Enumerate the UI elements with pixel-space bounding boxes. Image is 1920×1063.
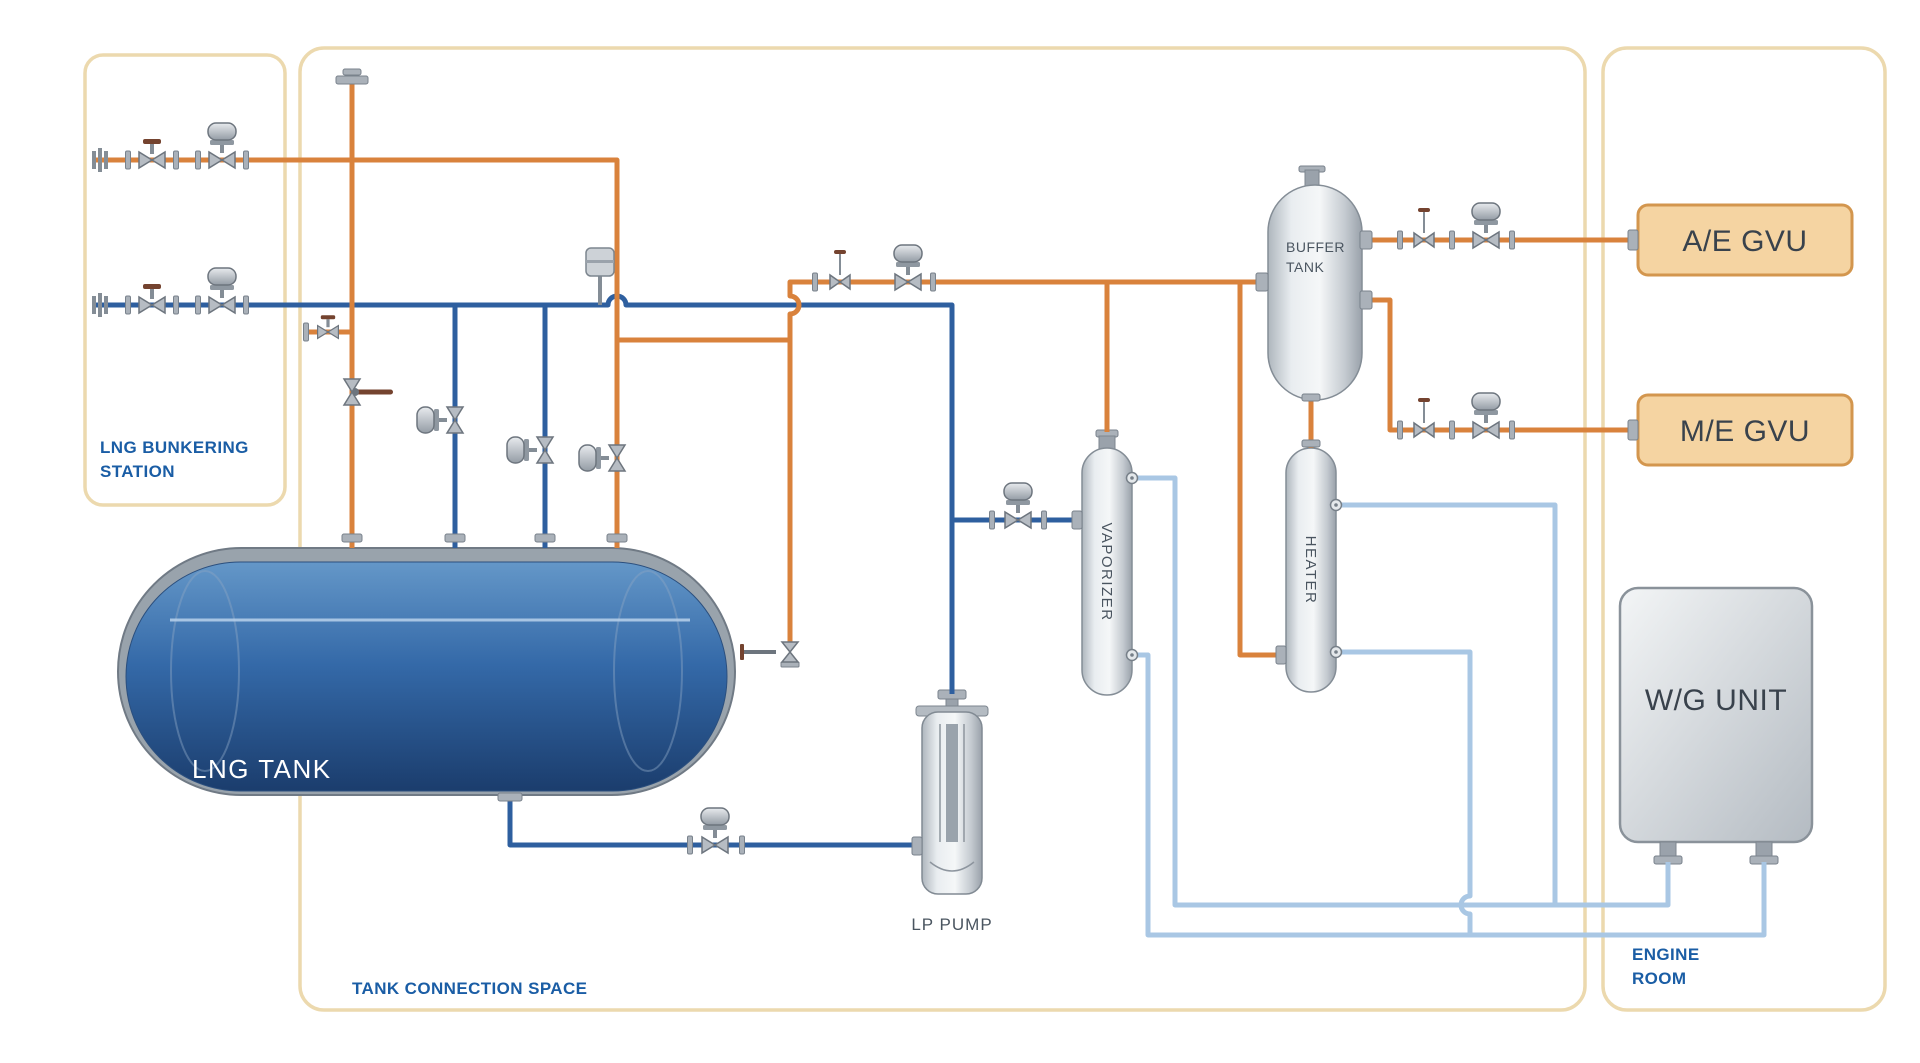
ae-gvu-flange	[1627, 229, 1639, 251]
tank-bottom-flange	[497, 792, 523, 802]
bunkering-station-label-1: LNG BUNKERING	[100, 438, 249, 457]
bunkering-vapour-line	[96, 157, 620, 548]
vaporizer-vessel	[1081, 429, 1133, 696]
wg-port	[1329, 498, 1343, 512]
flange	[1509, 420, 1515, 440]
bunkering-hose-connector	[92, 293, 108, 317]
buffer-right-flange	[1359, 290, 1373, 310]
labels: LNG BUNKERING STATION TANK CONNECTION SP…	[100, 225, 1810, 998]
me-gvu-label: M/E GVU	[1680, 415, 1810, 448]
buffer-tank-vessel	[1267, 165, 1363, 401]
buffer-tank-label-1: BUFFER	[1286, 239, 1345, 255]
gas-supply-header	[787, 279, 1262, 644]
flange	[1449, 230, 1455, 250]
tank-cap-ring-left	[170, 570, 240, 772]
flange	[125, 150, 131, 170]
fittings	[92, 68, 1639, 856]
wg-line-vaporizer-bottom	[1132, 652, 1767, 938]
vaporizer-inlet-flange	[1071, 510, 1083, 530]
lng-tank	[117, 547, 736, 796]
tank-flange	[606, 533, 628, 543]
heater-label: HEATER	[1302, 536, 1319, 605]
lng-tank-label: LNG TANK	[192, 754, 332, 784]
lp-pump	[915, 689, 989, 895]
flange	[812, 272, 818, 292]
buffer-tank-label-2: TANK	[1286, 259, 1324, 275]
engine-room-label-2: ROOM	[1632, 969, 1686, 988]
pump-inlet-flange	[911, 836, 923, 856]
wg-line-heater-bottom	[1336, 649, 1473, 935]
flange	[1449, 420, 1455, 440]
tank-flange	[341, 533, 363, 543]
buffer-bottom-flange	[1301, 393, 1321, 402]
flange	[243, 150, 249, 170]
wg-port	[1125, 648, 1139, 662]
engine-room-label-1: ENGINE	[1632, 945, 1700, 964]
flange	[195, 150, 201, 170]
flange	[1397, 230, 1403, 250]
heater-feed-line	[1237, 282, 1286, 658]
wg-unit-box	[1618, 586, 1814, 865]
tank-flange	[534, 533, 556, 543]
zones	[83, 46, 1887, 1012]
tank-connection-space-label: TANK CONNECTION SPACE	[352, 979, 587, 998]
flange	[1509, 230, 1515, 250]
flange	[303, 322, 309, 342]
vaporizer-label: VAPORIZER	[1098, 522, 1115, 621]
zone-engine-room	[1601, 46, 1887, 1012]
flange	[243, 295, 249, 315]
wg-unit-label: W/G UNIT	[1645, 684, 1787, 717]
flange	[930, 272, 936, 292]
flange	[739, 835, 745, 855]
lp-pump-label: LP PUMP	[911, 915, 992, 934]
flange	[195, 295, 201, 315]
flange	[173, 150, 179, 170]
buffer-right-flange	[1359, 230, 1373, 250]
pump-cartridge	[946, 724, 958, 842]
flange	[687, 835, 693, 855]
wg-line-vaporizer-top	[1132, 475, 1671, 908]
heater-inlet-flange	[1275, 645, 1287, 665]
tank-flange	[444, 533, 466, 543]
wg-port	[1125, 471, 1139, 485]
heater-top-flange	[1301, 439, 1321, 448]
ae-gvu-label: A/E GVU	[1682, 225, 1807, 258]
flange	[1041, 510, 1047, 530]
bunkering-hose-connector	[92, 148, 108, 172]
buffer-left-flange	[1255, 272, 1269, 292]
water-glycol-piping	[1132, 475, 1767, 938]
flange	[173, 295, 179, 315]
wg-line-heater-top	[1336, 502, 1558, 905]
flange	[125, 295, 131, 315]
flange	[989, 510, 995, 530]
me-gvu-flange	[1627, 419, 1639, 441]
tank-bottom-suction-line	[507, 795, 922, 848]
flange	[1397, 420, 1403, 440]
tank-cap-ring-right	[613, 570, 683, 772]
wg-port	[1329, 645, 1343, 659]
bunkering-station-label-2: STATION	[100, 462, 175, 481]
